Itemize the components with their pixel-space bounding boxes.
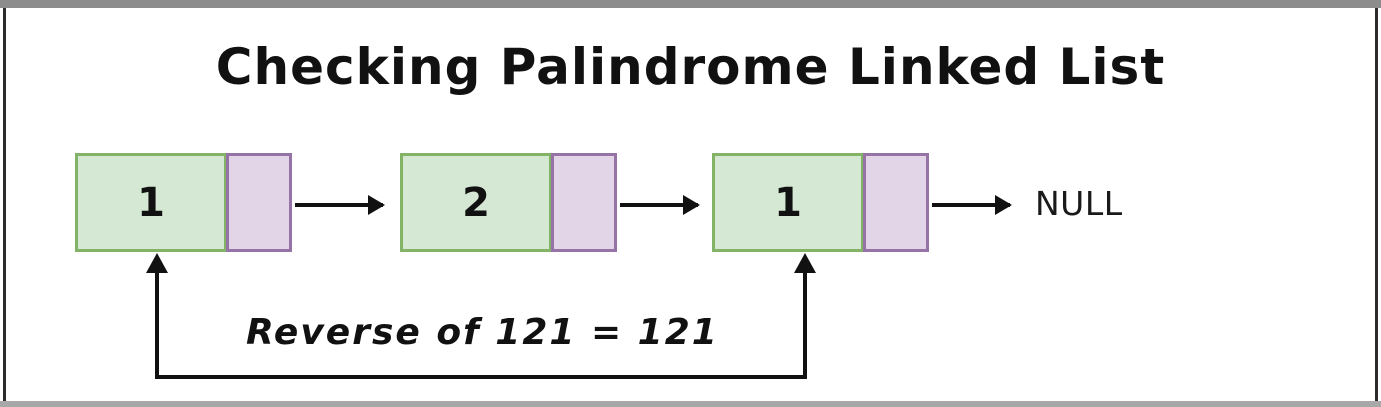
- reverse-connector-vertical-right: [803, 270, 807, 379]
- node-3-pointer-cell: [863, 153, 929, 252]
- reverse-connector-horizontal: [155, 375, 807, 379]
- top-frame-bar: [0, 0, 1381, 8]
- next-pointer-arrow-2-to-3: [620, 195, 700, 215]
- linked-list-node-3: 1: [712, 153, 929, 252]
- node-1-data-cell: 1: [75, 153, 227, 252]
- node-2-pointer-cell: [551, 153, 617, 252]
- left-frame-border: [3, 8, 6, 401]
- node-1-pointer-cell: [226, 153, 292, 252]
- next-pointer-arrow-1-to-2: [295, 195, 385, 215]
- linked-list-node-2: 2: [400, 153, 617, 252]
- next-pointer-arrow-to-null: [932, 195, 1012, 215]
- bottom-frame-bar: [0, 401, 1381, 407]
- null-terminator-label: NULL: [1035, 184, 1123, 223]
- node-3-data-cell: 1: [712, 153, 864, 252]
- arrow-up-icon-right: [794, 253, 816, 273]
- linked-list-node-1: 1: [75, 153, 292, 252]
- reverse-caption: Reverse of 121 = 121: [246, 312, 719, 353]
- reverse-connector-vertical-left: [155, 270, 159, 379]
- diagram-title: Checking Palindrome Linked List: [215, 38, 1166, 96]
- node-2-data-cell: 2: [400, 153, 552, 252]
- arrow-up-icon-left: [146, 253, 168, 273]
- right-frame-border: [1375, 8, 1378, 401]
